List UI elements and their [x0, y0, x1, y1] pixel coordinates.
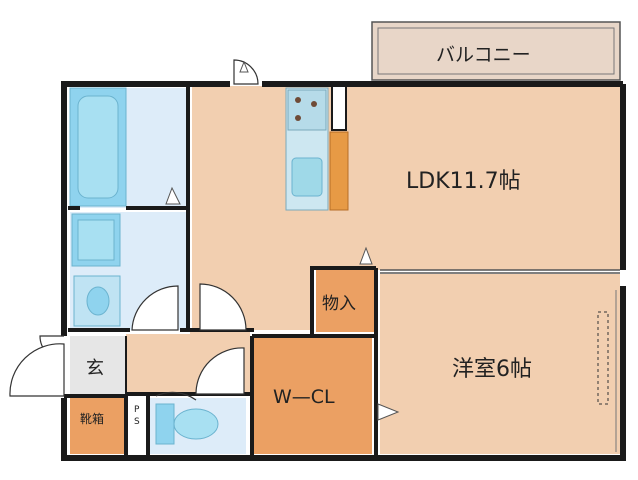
bedroom-label: 洋室6帖	[452, 357, 532, 382]
shoebox	[70, 398, 124, 454]
door-swing-icon	[9, 59, 259, 401]
sink-icon	[291, 157, 323, 197]
balcony-label: バルコニー	[436, 44, 531, 66]
pipe-space	[128, 398, 146, 454]
window-icon	[597, 311, 609, 405]
entrance-floor	[70, 336, 126, 394]
shoebox-label: 靴箱	[80, 412, 105, 426]
balcony	[371, 21, 621, 81]
ldk-label: LDK11.7帖	[406, 169, 521, 194]
genkan-label: 玄	[86, 358, 104, 379]
wcl-label: W—CL	[273, 386, 335, 408]
walk-in-closet-floor	[254, 338, 372, 454]
toilet-icon	[155, 403, 219, 445]
sliding-door	[380, 269, 620, 274]
stove-icon	[287, 89, 327, 131]
bedroom-floor	[380, 274, 620, 454]
ps-label: PS	[134, 405, 140, 427]
kitchen	[285, 85, 349, 211]
storage-label: 物入	[322, 294, 356, 314]
kitchen-counter	[329, 131, 349, 211]
storage-floor	[316, 270, 374, 332]
door-arrow-icons	[165, 60, 400, 421]
